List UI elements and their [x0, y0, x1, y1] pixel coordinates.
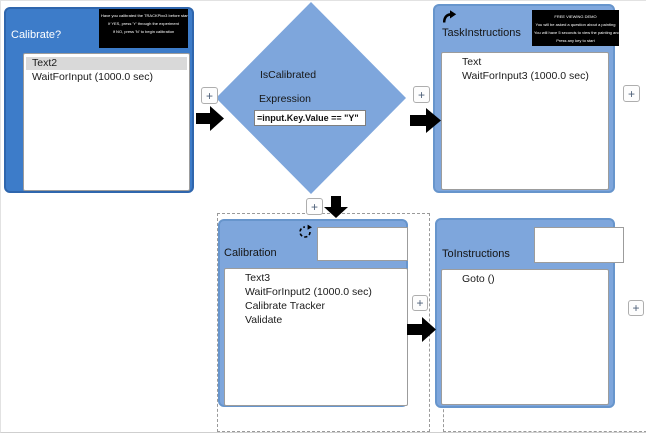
- state-note-taskinstructions: FREE VIEWING DEMO You will be asked a qu…: [532, 10, 619, 46]
- list-item[interactable]: WaitForInput (1000.0 sec): [32, 71, 153, 83]
- list-item[interactable]: Validate: [245, 314, 283, 326]
- event-list: Text2 WaitForInput (1000.0 sec): [23, 53, 190, 191]
- transition-arrow-calibrate-to-decision[interactable]: [196, 105, 225, 132]
- state-title: TaskInstructions: [442, 27, 521, 39]
- loop-icon: [297, 224, 313, 240]
- event-list: Text3 WaitForInput2 (1000.0 sec) Calibra…: [224, 268, 408, 406]
- state-note-field[interactable]: [317, 227, 408, 261]
- add-button[interactable]: +: [306, 198, 323, 215]
- note-line: You will have 5 seconds to view the pain…: [534, 30, 619, 35]
- note-line: You will be asked a question about a pai…: [535, 22, 616, 27]
- add-button[interactable]: +: [628, 300, 644, 316]
- expression-input[interactable]: [254, 110, 366, 126]
- list-item[interactable]: Goto (): [462, 273, 495, 285]
- add-button[interactable]: +: [623, 85, 640, 102]
- state-note-calibrate: Have you calibrated the TRACKPixx3 befor…: [99, 9, 188, 48]
- state-calibrate[interactable]: Calibrate? Have you calibrated the TRACK…: [4, 7, 194, 193]
- note-line: Have you calibrated the TRACKPixx3 befor…: [101, 13, 188, 18]
- decision-iscalibrated[interactable]: IsCalibrated Expression: [216, 2, 406, 194]
- state-note-field[interactable]: [534, 227, 624, 263]
- event-list: Text WaitForInput3 (1000.0 sec): [441, 52, 609, 190]
- decision-title: IsCalibrated: [260, 69, 317, 81]
- state-toinstructions[interactable]: ToInstructions Goto (): [435, 218, 624, 408]
- state-title: Calibration: [224, 247, 277, 259]
- state-calibration[interactable]: Calibration Text3 WaitForInput2 (1000.0 …: [218, 219, 408, 407]
- list-item[interactable]: Text2: [26, 57, 187, 70]
- expression-label: Expression: [259, 93, 311, 105]
- list-item[interactable]: Calibrate Tracker: [245, 300, 325, 312]
- group-outline-calibration: [217, 213, 430, 432]
- list-item[interactable]: Text3: [245, 272, 271, 284]
- state-title: ToInstructions: [442, 248, 510, 260]
- state-title: Calibrate?: [11, 29, 62, 41]
- list-item[interactable]: Text: [462, 56, 482, 68]
- note-line: If YES, press 'Y' through the experiment: [108, 21, 179, 26]
- note-line: Press any key to start: [556, 38, 595, 43]
- list-item[interactable]: WaitForInput3 (1000.0 sec): [462, 70, 589, 82]
- transition-arrow-decision-to-taskinstructions[interactable]: [410, 107, 442, 134]
- transition-arrow-calibration-to-toinstructions[interactable]: [407, 316, 437, 343]
- add-button[interactable]: +: [201, 87, 218, 104]
- add-button[interactable]: +: [413, 86, 430, 103]
- transition-arrow-decision-to-calibration[interactable]: [323, 196, 349, 219]
- event-list: Goto (): [441, 269, 609, 405]
- note-line: If NO, press 'N' to begin calibration: [112, 29, 175, 34]
- state-taskinstructions[interactable]: TaskInstructions FREE VIEWING DEMO You w…: [433, 4, 619, 193]
- note-line: FREE VIEWING DEMO: [554, 14, 597, 19]
- list-item[interactable]: WaitForInput2 (1000.0 sec): [245, 286, 372, 298]
- add-button[interactable]: +: [412, 295, 428, 311]
- forward-arrow-icon: [441, 9, 457, 24]
